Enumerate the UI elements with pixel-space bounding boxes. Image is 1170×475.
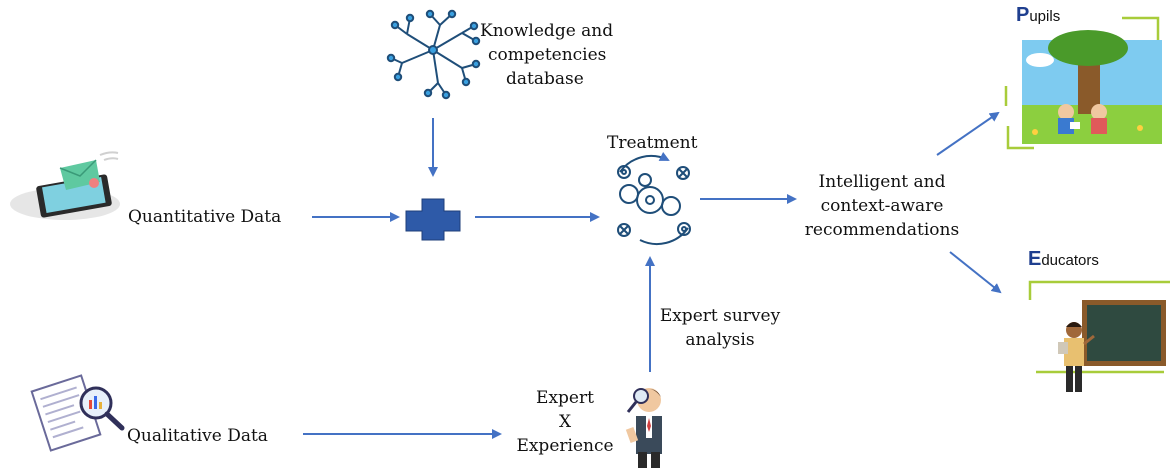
phone-email-icon bbox=[10, 151, 120, 220]
pupils-label: Pupils bbox=[1016, 4, 1061, 26]
expert-survey-label: Expert survey analysis bbox=[659, 306, 781, 350]
educators-label: Educators bbox=[1028, 248, 1099, 270]
educators-frame bbox=[1028, 280, 1170, 374]
quantitative-data-label: Quantitative Data bbox=[128, 207, 282, 227]
expert-experience-label: Expert X Experience bbox=[516, 388, 614, 456]
pupils-reading-image bbox=[1022, 30, 1162, 144]
knowledge-database-label: Knowledge and competencies database bbox=[480, 21, 614, 89]
treatment-label: Treatment bbox=[607, 133, 698, 153]
arrow-to-pupils bbox=[936, 111, 1000, 156]
recommendations-label: Intelligent and context-aware recommenda… bbox=[804, 172, 960, 240]
gears-cycle-icon bbox=[617, 151, 691, 245]
tree-network-icon bbox=[386, 9, 481, 100]
expert-person-icon bbox=[625, 388, 662, 468]
qualitative-data-label: Qualitative Data bbox=[127, 426, 268, 446]
plus-icon bbox=[405, 198, 461, 241]
report-magnifier-icon bbox=[30, 374, 125, 452]
educator-blackboard-image bbox=[1058, 300, 1166, 392]
arrow-to-educators bbox=[949, 251, 1002, 294]
